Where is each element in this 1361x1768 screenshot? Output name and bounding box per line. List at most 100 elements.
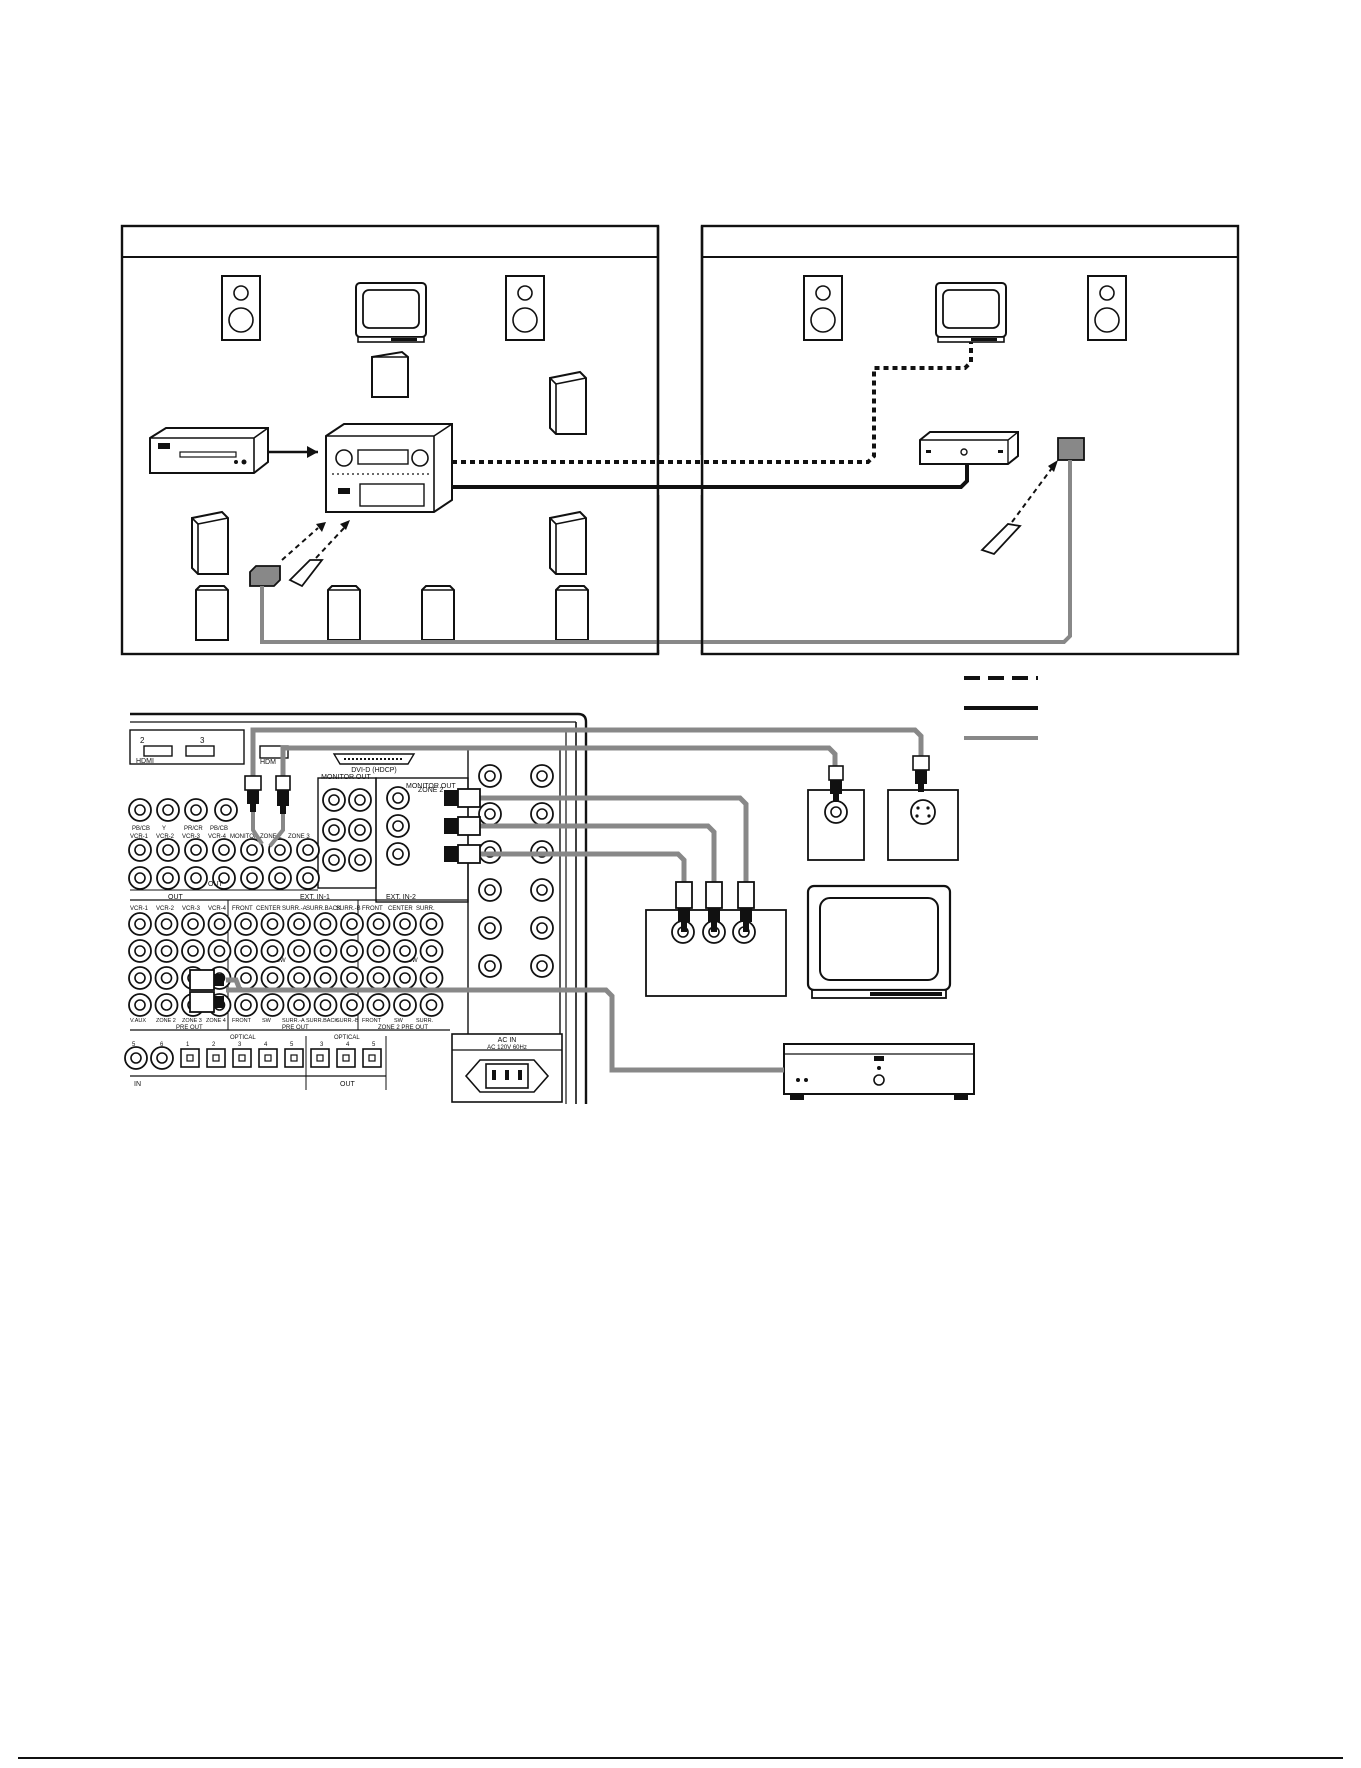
video-row1-label-1: PB/CB: [132, 826, 150, 832]
zone2-pre-out-label: ZONE 2 PRE OUT: [378, 1025, 428, 1031]
sw-label-1: SW: [276, 958, 286, 964]
front-right-speaker-icon: [505, 275, 545, 341]
audio-row1-label-10: FRONT: [362, 906, 383, 912]
vcr-row-label-6: ZONE 2: [260, 834, 282, 840]
optical-jack: [206, 1048, 226, 1068]
video-row1-label-3: PR/CR: [184, 826, 203, 832]
vcr-row-label-4: VCR-4: [208, 834, 227, 840]
monitor-out-jack: [348, 788, 372, 812]
coaxial-jack: [124, 1046, 148, 1070]
optical-in-label: IN: [134, 1081, 141, 1088]
zone2-power-amplifier: [783, 1043, 975, 1100]
s-video-plug-device: [912, 755, 930, 792]
zone-row-label-3: ZONE 3: [182, 1018, 202, 1024]
audio-jack: [234, 939, 258, 963]
vcr-row-label-5: MONITOR: [230, 834, 259, 840]
video-link-dashed: [452, 342, 973, 464]
monitor-out-jack: [348, 848, 372, 872]
s-video-plug-receiver: [244, 775, 262, 812]
audio-row1-label-9: SURR.-B: [336, 906, 361, 912]
dvi-d-label: DVI-D (HDCP): [351, 767, 397, 774]
audio-jack: [260, 939, 285, 963]
surround-right-speaker-icon: [549, 371, 587, 435]
opt-out-num-2: 4: [346, 1042, 350, 1048]
footer-rule: [18, 1757, 1343, 1759]
audio-jack: [154, 912, 179, 936]
optical-label-2: OPTICAL: [334, 1035, 360, 1041]
s-video-input-box: [887, 789, 959, 861]
audio-jack: [181, 912, 205, 936]
zone-row-label-5: FRONT: [232, 1018, 252, 1024]
monitor-out-label: MONITOR OUT: [406, 783, 456, 790]
video-jack: [156, 838, 180, 862]
audio-jack-grid: [128, 912, 444, 1017]
vcr-row-label-3: VCR-3: [182, 834, 201, 840]
cables: [226, 727, 924, 1073]
monitor-out-jack: [322, 818, 346, 842]
speaker-terminal: [478, 802, 502, 826]
ext-in-1-label: EXT. IN-1: [300, 894, 330, 901]
zone-row-label-10: FRONT: [362, 1018, 382, 1024]
ir-sensor-zone2-icon: [1057, 437, 1085, 461]
optical-jack: [362, 1048, 382, 1068]
component-plug-receiver-pr: [443, 844, 481, 864]
receiver-rear-panel: 2 3 HDMI HDM DVI-D (HDCP) MONITOR OUT MO…: [124, 712, 588, 1104]
audio-jack: [393, 912, 417, 936]
vcr-row-label-1: VCR-1: [130, 834, 149, 840]
remote-control-main-icon: [288, 559, 324, 588]
audio-jack: [313, 966, 338, 990]
surround-left-speaker-icon: [191, 511, 229, 575]
ac-spec-label: AC 120V 60Hz: [487, 1045, 527, 1051]
audio-jack: [234, 993, 258, 1017]
audio-row1-label-3: VCR-3: [182, 906, 201, 912]
audio-row1-label-8: SURR.BACK: [306, 906, 341, 912]
audio-out-header: OUT: [168, 894, 184, 901]
video-out-label: OUT: [208, 881, 224, 888]
optical-label-1: OPTICAL: [230, 1035, 256, 1041]
pre-out-label-1: PRE OUT: [176, 1025, 203, 1031]
zone2-left-speaker-icon: [803, 275, 843, 341]
monitor-out-jack: [386, 842, 410, 866]
opt-in-num-7: 5: [290, 1042, 294, 1048]
opt-in-num-3: 1: [186, 1042, 190, 1048]
optical-jack: [310, 1048, 330, 1068]
opt-in-num-4: 2: [212, 1042, 216, 1048]
audio-jack: [340, 912, 364, 936]
hdmi-group-label: HDMI: [136, 758, 154, 765]
front-left-speaker-icon: [221, 275, 261, 341]
speaker-terminal: [530, 954, 554, 978]
zone-row-label-9: SURR.-B: [336, 1018, 359, 1024]
audio-jack: [260, 912, 285, 936]
audio-jack: [366, 939, 391, 963]
optical-jack: [232, 1048, 252, 1068]
audio-row1-label-12: SURR.: [416, 906, 435, 912]
video-jack: [128, 798, 152, 822]
video-jack: [156, 866, 180, 890]
ir-link-gray: [260, 460, 1072, 644]
speaker-terminal: [530, 802, 554, 826]
monitor-out-jack: [386, 786, 410, 810]
audio-jack: [340, 966, 364, 990]
video-row1-label-2: Y: [162, 826, 166, 832]
audio-jack: [313, 993, 338, 1017]
zone2-right-speaker-icon: [1087, 275, 1127, 341]
audio-jack: [260, 993, 285, 1017]
monitor-out-jack: [348, 818, 372, 842]
speaker-terminal: [478, 878, 502, 902]
video-jack: [296, 838, 320, 862]
audio-jack: [393, 993, 417, 1017]
opt-in-num-2: 6: [160, 1042, 164, 1048]
zone-row-label-1: V.AUX: [130, 1018, 146, 1024]
monitor-out-jack: [322, 848, 346, 872]
av-receiver-icon: [325, 423, 453, 513]
zone-row-label-8: SURR.BACK: [306, 1018, 338, 1024]
audio-jack: [128, 966, 152, 990]
optical-jack: [284, 1048, 304, 1068]
audio-jack: [393, 939, 417, 963]
audio-jack: [419, 993, 444, 1017]
zone-row-label-11: SW: [394, 1018, 404, 1024]
audio-jack: [234, 912, 258, 936]
audio-link-solid: [452, 464, 969, 489]
opt-in-num-5: 3: [238, 1042, 242, 1048]
